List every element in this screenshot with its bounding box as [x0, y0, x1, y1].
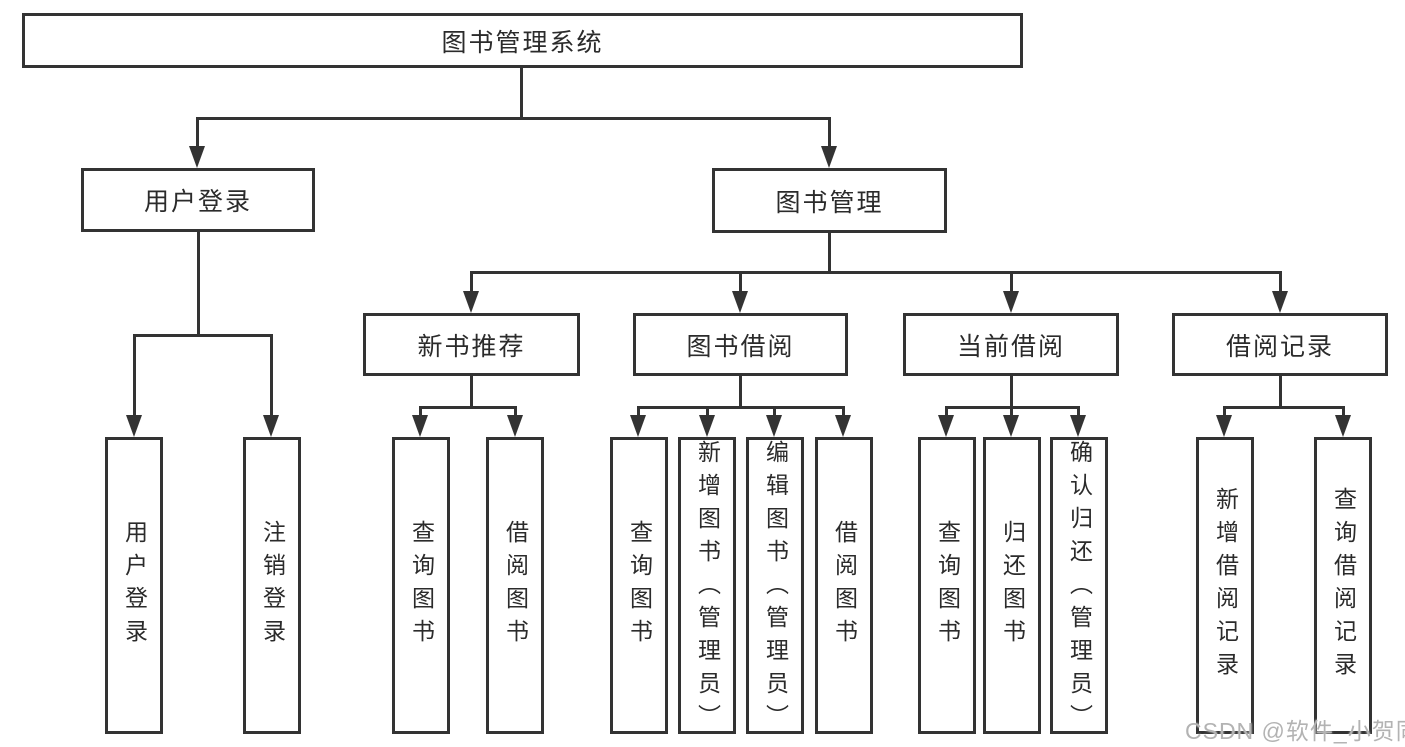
arrowhead-to-mgmt-icon: [821, 146, 837, 168]
connector-root-stem: [520, 68, 523, 118]
arrowhead-borrow-leaf1-icon: [630, 415, 646, 437]
node-borrow-records: 借阅记录: [1172, 313, 1388, 376]
leaf-current-confirm-admin-label: 确认归还（管理员）: [1066, 440, 1093, 737]
leaf-newbook-borrow: 借阅图书: [486, 437, 544, 734]
leaf-borrow-query-label: 查询图书: [626, 519, 653, 652]
leaf-borrow-borrow: 借阅图书: [815, 437, 873, 734]
connector-mgmt-to-borrow: [739, 271, 742, 293]
connector-newbook-to-leaf2: [514, 406, 517, 417]
node-current-borrow-label: 当前借阅: [956, 332, 1065, 361]
connector-current-stem: [1010, 376, 1013, 407]
connector-mgmt-to-current: [1010, 271, 1013, 293]
leaf-current-return-label: 归还图书: [999, 519, 1026, 652]
connector-borrow-stem: [739, 376, 742, 407]
connector-mgmt-to-newbook: [470, 271, 473, 293]
leaf-records-query: 查询借阅记录: [1314, 437, 1372, 734]
leaf-current-query-label: 查询图书: [934, 519, 961, 652]
arrowhead-current-leaf3-icon: [1070, 415, 1086, 437]
connector-records-to-leaf1: [1223, 406, 1226, 417]
leaf-borrow-add-admin-label: 新增图书（管理员）: [694, 440, 721, 737]
connector-newbook-stem: [470, 376, 473, 407]
connector-mgmt-stem: [828, 233, 831, 273]
arrowhead-newbook-icon: [463, 291, 479, 313]
arrowhead-login-leaf1-icon: [126, 415, 142, 437]
node-root: 图书管理系统: [22, 13, 1023, 68]
arrowhead-current-leaf2-icon: [1003, 415, 1019, 437]
arrowhead-newbook-leaf2-icon: [507, 415, 523, 437]
connector-records-stem: [1279, 375, 1282, 407]
node-book-borrow: 图书借阅: [633, 313, 848, 376]
leaf-current-confirm-admin: 确认归还（管理员）: [1050, 437, 1108, 737]
csdn-watermark: CSDN @软件_小贺同学: [1185, 718, 1405, 744]
leaf-borrow-edit-admin-label: 编辑图书（管理员）: [762, 440, 789, 737]
connector-mgmt-to-records: [1279, 271, 1282, 293]
arrowhead-borrow-leaf2-icon: [699, 415, 715, 437]
arrowhead-login-leaf2-icon: [263, 415, 279, 437]
arrowhead-records-leaf1-icon: [1216, 415, 1232, 437]
node-borrow-records-label: 借阅记录: [1225, 332, 1334, 361]
leaf-newbook-query: 查询图书: [392, 437, 450, 734]
connector-current-to-leaf2: [1010, 406, 1013, 417]
arrowhead-current-icon: [1003, 291, 1019, 313]
connector-root-to-login: [196, 117, 199, 148]
connector-current-to-leaf1: [945, 406, 948, 417]
connector-records-bar: [1223, 406, 1344, 409]
arrowhead-borrow-leaf3-icon: [766, 415, 782, 437]
node-user-login: 用户登录: [81, 168, 315, 232]
node-current-borrow: 当前借阅: [903, 313, 1119, 376]
connector-mgmt-bar: [470, 271, 1281, 274]
leaf-records-add-label: 新增借阅记录: [1212, 486, 1239, 685]
node-user-login-label: 用户登录: [143, 188, 252, 216]
connector-current-to-leaf3: [1077, 406, 1080, 417]
arrowhead-borrow-icon: [732, 291, 748, 313]
arrowhead-records-icon: [1272, 291, 1288, 313]
node-root-label: 图书管理系统: [441, 28, 604, 57]
leaf-newbook-borrow-label: 借阅图书: [502, 519, 529, 652]
node-book-borrow-label: 图书借阅: [686, 332, 795, 361]
leaf-borrow-edit-admin: 编辑图书（管理员）: [746, 437, 804, 737]
connector-borrow-to-leaf4: [842, 406, 845, 417]
leaf-logout-label: 注销登录: [259, 519, 286, 652]
arrowhead-to-login-icon: [189, 146, 205, 168]
connector-root-to-mgmt: [828, 117, 831, 148]
leaf-user-login: 用户登录: [105, 437, 163, 734]
leaf-newbook-query-label: 查询图书: [408, 519, 435, 652]
connector-login-bar: [133, 334, 273, 337]
node-new-book-recommend-label: 新书推荐: [417, 332, 526, 361]
connector-root-bar: [196, 117, 831, 120]
connector-borrow-to-leaf3: [773, 406, 776, 417]
leaf-logout: 注销登录: [243, 437, 301, 734]
connector-newbook-bar: [419, 406, 516, 409]
node-new-book-recommend: 新书推荐: [363, 313, 580, 376]
connector-borrow-to-leaf2: [706, 406, 709, 417]
arrowhead-current-leaf1-icon: [938, 415, 954, 437]
arrowhead-records-leaf2-icon: [1335, 415, 1351, 437]
leaf-records-query-label: 查询借阅记录: [1330, 486, 1357, 685]
connector-newbook-to-leaf1: [419, 406, 422, 417]
connector-records-to-leaf2: [1342, 406, 1345, 417]
arrowhead-newbook-leaf1-icon: [412, 415, 428, 437]
leaf-current-return: 归还图书: [983, 437, 1041, 734]
leaf-borrow-add-admin: 新增图书（管理员）: [678, 437, 736, 737]
connector-login-to-leaf2: [270, 334, 273, 417]
leaf-current-query: 查询图书: [918, 437, 976, 734]
leaf-borrow-query: 查询图书: [610, 437, 668, 734]
connector-borrow-to-leaf1: [637, 406, 640, 417]
arrowhead-borrow-leaf4-icon: [835, 415, 851, 437]
connector-login-to-leaf1: [133, 334, 136, 417]
leaf-records-add: 新增借阅记录: [1196, 437, 1254, 734]
node-book-management-label: 图书管理: [775, 188, 884, 217]
connector-borrow-bar: [637, 406, 844, 409]
node-book-management: 图书管理: [712, 168, 947, 233]
leaf-user-login-label: 用户登录: [121, 519, 148, 652]
leaf-borrow-borrow-label: 借阅图书: [831, 519, 858, 652]
connector-login-stem: [197, 232, 200, 335]
